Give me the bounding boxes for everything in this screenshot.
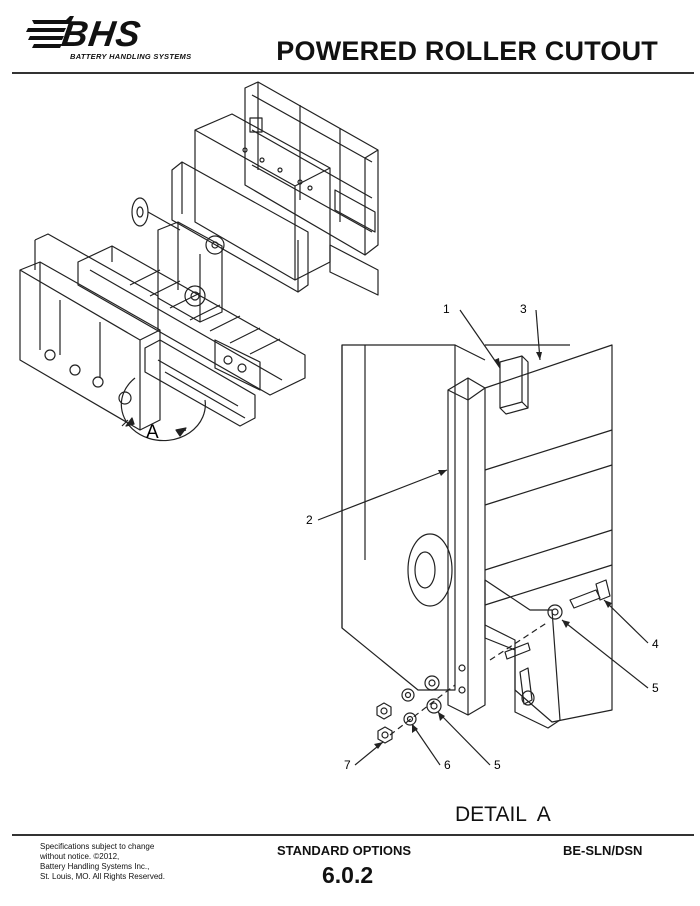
spec-note-line: without notice. ©2012, xyxy=(40,852,120,861)
header-rule xyxy=(12,72,694,74)
callout-4: 4 xyxy=(652,637,659,651)
spec-note: Specifications subject to change without… xyxy=(40,842,190,882)
page-title: POWERED ROLLER CUTOUT xyxy=(276,36,658,66)
logo-tagline: BATTERY HANDLING SYSTEMS xyxy=(70,52,192,61)
view-label-a: A xyxy=(146,422,159,443)
callout-7: 7 xyxy=(344,758,351,772)
spec-note-line: Specifications subject to change xyxy=(40,842,155,851)
footer-rule xyxy=(12,834,694,836)
section-name: STANDARD OPTIONS xyxy=(277,843,412,858)
logo xyxy=(18,12,208,62)
callout-5-right: 5 xyxy=(652,681,659,695)
callout-3: 3 xyxy=(520,302,527,316)
model-code: BE-SLN/DSN xyxy=(563,843,643,858)
machine-overview xyxy=(19,81,379,442)
callout-1: 1 xyxy=(443,302,450,316)
spec-note-line: St. Louis, MO. All Rights Reserved. xyxy=(40,872,165,881)
technical-drawing: A 1 3 2 4 5 7 6 5 xyxy=(19,81,659,772)
truck-icon xyxy=(26,16,74,48)
callout-5-bottom: 5 xyxy=(494,758,501,772)
detail-a-drawing xyxy=(317,309,649,766)
spec-note-line: Battery Handling Systems Inc., xyxy=(40,862,150,871)
callout-6: 6 xyxy=(444,758,451,772)
callout-2: 2 xyxy=(306,513,313,527)
detail-label: DETAIL A xyxy=(455,803,551,826)
section-number: 6.0.2 xyxy=(322,862,374,888)
